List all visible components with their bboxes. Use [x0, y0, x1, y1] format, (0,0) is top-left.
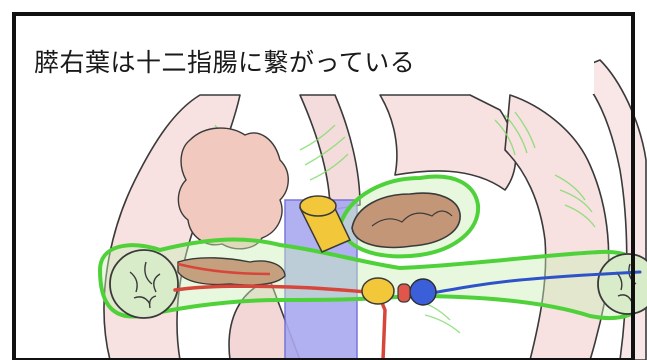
papilla — [398, 284, 410, 302]
vessel-cross-section — [410, 279, 436, 305]
duodenum-left — [110, 250, 178, 318]
caption-text: 膵右葉は十二指腸に繋がっている — [34, 40, 594, 86]
pancreas-tissue — [178, 128, 288, 249]
duodenum-right — [598, 254, 647, 314]
